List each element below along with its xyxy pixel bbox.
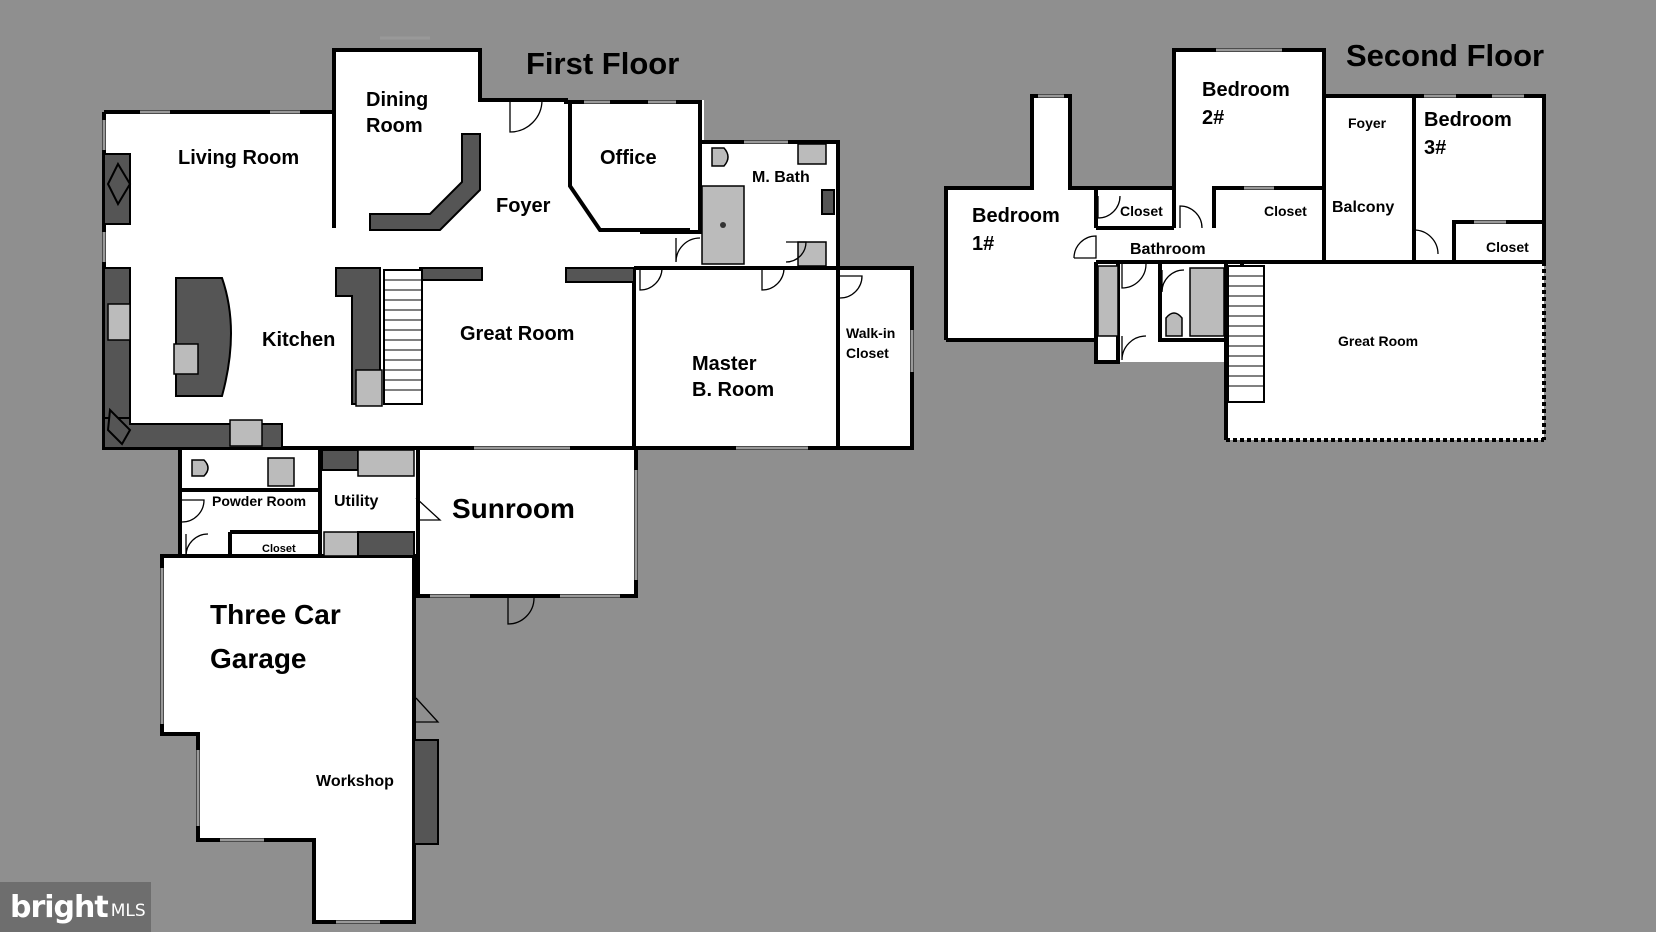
label-balcony: Balcony <box>1332 199 1394 216</box>
label-closet-bedroom3: Closet <box>1486 239 1529 255</box>
first-floor-plan: First Floor Living Room Dining Room Offi… <box>102 36 914 924</box>
label-garage-line2: Garage <box>210 643 307 674</box>
label-living-room: Living Room <box>178 147 299 169</box>
bright-mls-logo: bright MLS <box>0 882 151 932</box>
label-foyer-first: Foyer <box>496 195 551 217</box>
label-closet-bedroom1: Closet <box>1120 203 1163 219</box>
label-utility: Utility <box>334 493 379 510</box>
first-floor-stairs <box>383 269 423 405</box>
label-great-room-second: Great Room <box>1338 333 1418 349</box>
label-bedroom3-line2: 3# <box>1424 137 1446 159</box>
label-walkin-closet-line1: Walk-in <box>846 325 895 341</box>
label-master-bedroom-line1: Master <box>692 353 757 375</box>
label-bathroom: Bathroom <box>1130 241 1206 258</box>
first-floor-title: First Floor <box>526 46 679 81</box>
label-dining-room-line2: Room <box>366 115 423 137</box>
second-floor-doors <box>1073 195 1439 361</box>
label-office: Office <box>600 147 657 169</box>
second-floor-plan: Second Floor Bedroom 2# Foyer Bedroom 3#… <box>944 38 1546 442</box>
second-floor-windows <box>1038 48 1524 224</box>
label-garage-line1: Three Car <box>210 599 341 630</box>
label-bedroom3-line1: Bedroom <box>1424 109 1512 131</box>
label-bedroom1-line2: 1# <box>972 233 994 255</box>
label-workshop: Workshop <box>316 773 394 790</box>
second-floor-labels: Second Floor Bedroom 2# Foyer Bedroom 3#… <box>972 38 1544 349</box>
first-floor-windows <box>102 36 914 924</box>
label-sunroom: Sunroom <box>452 493 575 524</box>
second-floor-fixtures <box>1097 265 1265 403</box>
label-great-room-first: Great Room <box>460 323 574 345</box>
label-closet-bedroom2: Closet <box>1264 203 1307 219</box>
first-floor-labels: First Floor Living Room Dining Room Offi… <box>178 46 895 790</box>
label-bedroom1-line1: Bedroom <box>972 205 1060 227</box>
logo-brand-text: bright <box>10 889 109 925</box>
label-bedroom2-line1: Bedroom <box>1202 79 1290 101</box>
label-powder-room: Powder Room <box>212 493 306 509</box>
label-kitchen: Kitchen <box>262 329 335 351</box>
label-master-bath: M. Bath <box>752 169 810 186</box>
label-dining-room-line1: Dining <box>366 89 428 111</box>
second-floor-title: Second Floor <box>1346 38 1544 73</box>
first-floor-doors <box>181 99 863 723</box>
label-bedroom2-line2: 2# <box>1202 107 1224 129</box>
label-master-bedroom-line2: B. Room <box>692 379 774 401</box>
logo-suffix-text: MLS <box>110 901 146 921</box>
label-foyer-second: Foyer <box>1348 115 1387 131</box>
label-closet-first: Closet <box>262 543 296 555</box>
label-walkin-closet-line2: Closet <box>846 345 889 361</box>
second-floor-fills <box>946 50 1544 440</box>
